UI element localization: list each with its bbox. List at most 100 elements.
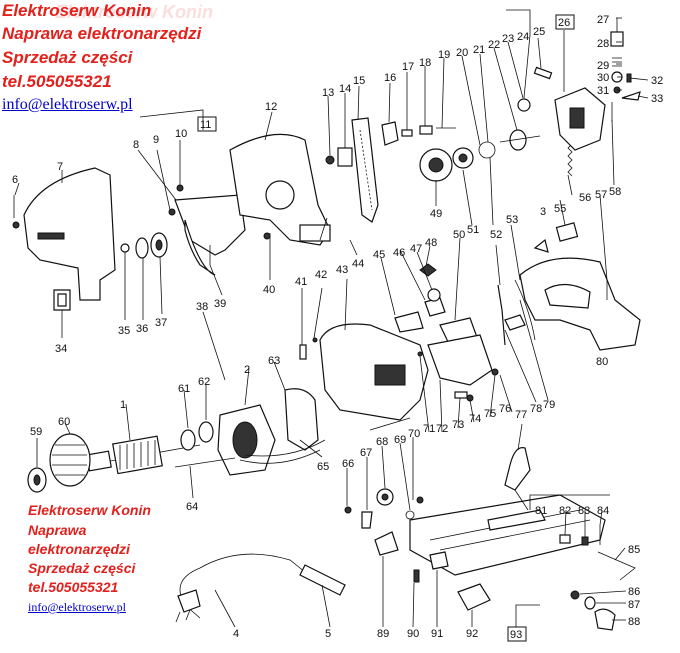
part-number: 49 xyxy=(430,208,442,220)
part-number: 72 xyxy=(436,423,448,435)
part-number: 10 xyxy=(175,128,187,140)
part-number: 14 xyxy=(339,83,351,95)
fan-60-part xyxy=(49,433,91,487)
part-number: 84 xyxy=(597,505,609,517)
part-number: 43 xyxy=(336,264,348,276)
part-number: 29 xyxy=(597,60,609,72)
part-number: 18 xyxy=(419,57,431,69)
guard-slot xyxy=(37,232,65,240)
part-number: 80 xyxy=(596,356,608,368)
part-number: 76 xyxy=(499,403,511,415)
part-number: 62 xyxy=(198,376,210,388)
part-number: 41 xyxy=(295,276,307,288)
part-number: 5 xyxy=(325,628,331,640)
spring-56 xyxy=(567,139,573,177)
header-line-1: Elektroserw Konin xyxy=(2,1,152,20)
part-number: 53 xyxy=(506,214,518,226)
header-line-3: Sprzedaż części xyxy=(2,48,133,67)
part-number: 34 xyxy=(55,343,67,355)
part-number: 65 xyxy=(317,461,329,473)
part-number: 27 xyxy=(597,14,609,26)
part-number: 78 xyxy=(530,403,542,415)
part-number: 4 xyxy=(233,628,239,640)
header-line-2: Naprawa elektronarzędzi xyxy=(2,24,202,43)
part-number: 82 xyxy=(559,505,571,517)
part-number: 38 xyxy=(196,301,208,313)
part-number: 81 xyxy=(535,505,547,517)
part-number: 21 xyxy=(473,44,485,56)
part-number: 19 xyxy=(438,49,450,61)
part-number: 85 xyxy=(628,544,640,556)
part-number: 90 xyxy=(407,628,419,640)
watermark: Elektroserw Konin xyxy=(55,2,214,22)
part-number: 30 xyxy=(597,72,609,84)
part-number: 88 xyxy=(628,616,640,628)
part-number: 45 xyxy=(373,249,385,261)
part-number: 20 xyxy=(456,47,468,59)
header-email-link[interactable]: info@elektroserw.pl xyxy=(2,96,133,113)
part-number: 40 xyxy=(263,284,275,296)
part-number: 32 xyxy=(651,75,663,87)
part-number: 52 xyxy=(490,229,502,241)
part-number: 22 xyxy=(488,39,500,51)
part-number: 57 xyxy=(595,189,607,201)
footer-line-1: Elektroserw Konin xyxy=(28,502,151,518)
part-number: 69 xyxy=(394,434,406,446)
part-number-boxed: 93 xyxy=(510,629,522,641)
part-number: 67 xyxy=(360,447,372,459)
part-number: 48 xyxy=(425,237,437,249)
part-number: 8 xyxy=(133,139,139,151)
part-number: 46 xyxy=(393,247,405,259)
footer-line-5: tel.505055321 xyxy=(28,579,119,595)
part-number: 87 xyxy=(628,599,640,611)
part-number: 60 xyxy=(58,416,70,428)
part-number: 25 xyxy=(533,26,545,38)
part-number: 2 xyxy=(244,364,250,376)
part-number: 86 xyxy=(628,586,640,598)
part-number: 7 xyxy=(57,161,63,173)
part-number: 44 xyxy=(352,258,364,270)
part-number: 83 xyxy=(578,505,590,517)
footer-line-2: Naprawa xyxy=(28,522,87,538)
part-number: 59 xyxy=(30,426,42,438)
part-number: 63 xyxy=(268,355,280,367)
part-number: 56 xyxy=(579,192,591,204)
part-number: 39 xyxy=(214,298,226,310)
part-number: 61 xyxy=(178,383,190,395)
part-number: 42 xyxy=(315,269,327,281)
part-number: 13 xyxy=(322,87,334,99)
adjuster-15-part xyxy=(351,117,379,223)
part-number: 47 xyxy=(410,243,422,255)
clip-part xyxy=(53,289,71,311)
part-number: 35 xyxy=(118,325,130,337)
part-number: 16 xyxy=(384,72,396,84)
part-number: 68 xyxy=(376,436,388,448)
part-number: 71 xyxy=(423,423,435,435)
part-number: 36 xyxy=(136,323,148,335)
part-number: 89 xyxy=(377,628,389,640)
armature-part xyxy=(112,435,163,475)
part-number: 3 xyxy=(540,206,546,218)
dust-nozzle-part xyxy=(504,447,531,491)
part-number: 15 xyxy=(353,75,365,87)
footer-line-4: Sprzedaż części xyxy=(28,560,136,576)
cover-50-part xyxy=(427,334,493,386)
part-number: 79 xyxy=(543,399,555,411)
washer-36 xyxy=(135,237,149,259)
blade-guard-part xyxy=(23,167,116,301)
part-number-boxed: 11 xyxy=(200,119,211,131)
part-number: 51 xyxy=(467,224,479,236)
cable-sleeve-part xyxy=(299,564,346,596)
part-number: 28 xyxy=(597,38,609,50)
footer-email-link[interactable]: info@elektroserw.pl xyxy=(28,600,126,614)
part-number: 66 xyxy=(342,458,354,470)
part-number: 12 xyxy=(265,101,277,113)
part-number: 55 xyxy=(554,203,566,215)
part-number: 64 xyxy=(186,501,198,513)
part-number: 92 xyxy=(466,628,478,640)
part-number: 23 xyxy=(502,33,514,45)
header-line-4: tel.505055321 xyxy=(2,72,112,91)
part-number: 33 xyxy=(651,93,663,105)
washer-35 xyxy=(120,243,130,253)
